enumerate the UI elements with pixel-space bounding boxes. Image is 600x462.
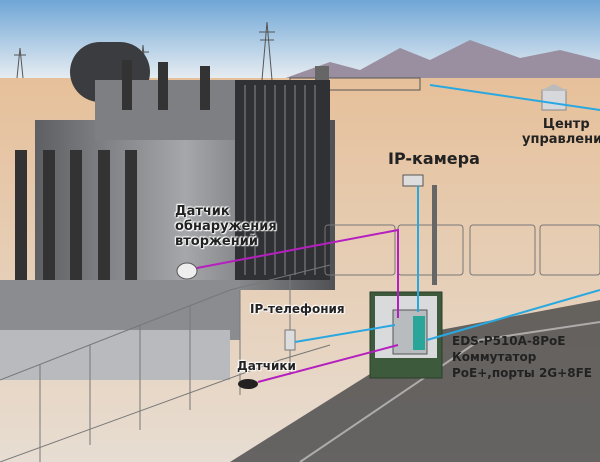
transformer <box>0 42 335 380</box>
intrusion-sensor-label: Датчик обнаружения вторжений <box>175 204 277 250</box>
switch-label: EDS-P510A-8PoE Коммутатор PoE+,порты 2G+… <box>452 333 592 381</box>
intrusion-sensor-cable <box>196 228 399 318</box>
control-center-building <box>541 89 567 111</box>
control-center-label-line1: Центр <box>542 117 590 132</box>
intrusion-sensor-label-line3: вторжений <box>175 233 258 249</box>
ground-sensor-cable <box>257 344 399 383</box>
sensors-label: Датчики <box>237 359 296 373</box>
ip-camera-device <box>402 174 424 187</box>
intrusion-sensor-device <box>176 262 198 280</box>
ip-camera-label: IP-камера <box>388 149 480 168</box>
ip-phone-device <box>284 329 296 351</box>
switch-label-model: EDS-P510A-8PoE <box>452 334 566 348</box>
ground-sensor-device <box>238 379 258 389</box>
security-fence <box>0 224 600 462</box>
control-center-cable <box>429 84 600 111</box>
uplink-cable <box>426 289 600 341</box>
cables <box>196 84 600 383</box>
control-center-label-line2: управления <box>522 131 600 147</box>
mountains <box>280 40 600 84</box>
phone-cable <box>294 324 396 343</box>
switch-label-ports: PoE+,порты 2G+8FE <box>452 366 592 380</box>
road <box>230 300 600 462</box>
control-center-label: Центр управления <box>522 117 600 148</box>
intrusion-sensor-label-line1: Датчик <box>175 204 230 219</box>
intrusion-sensor-label-line2: обнаружения <box>175 218 277 234</box>
ip-phone-label: IP-телефония <box>250 302 345 316</box>
switch-label-type: Коммутатор <box>452 350 537 364</box>
